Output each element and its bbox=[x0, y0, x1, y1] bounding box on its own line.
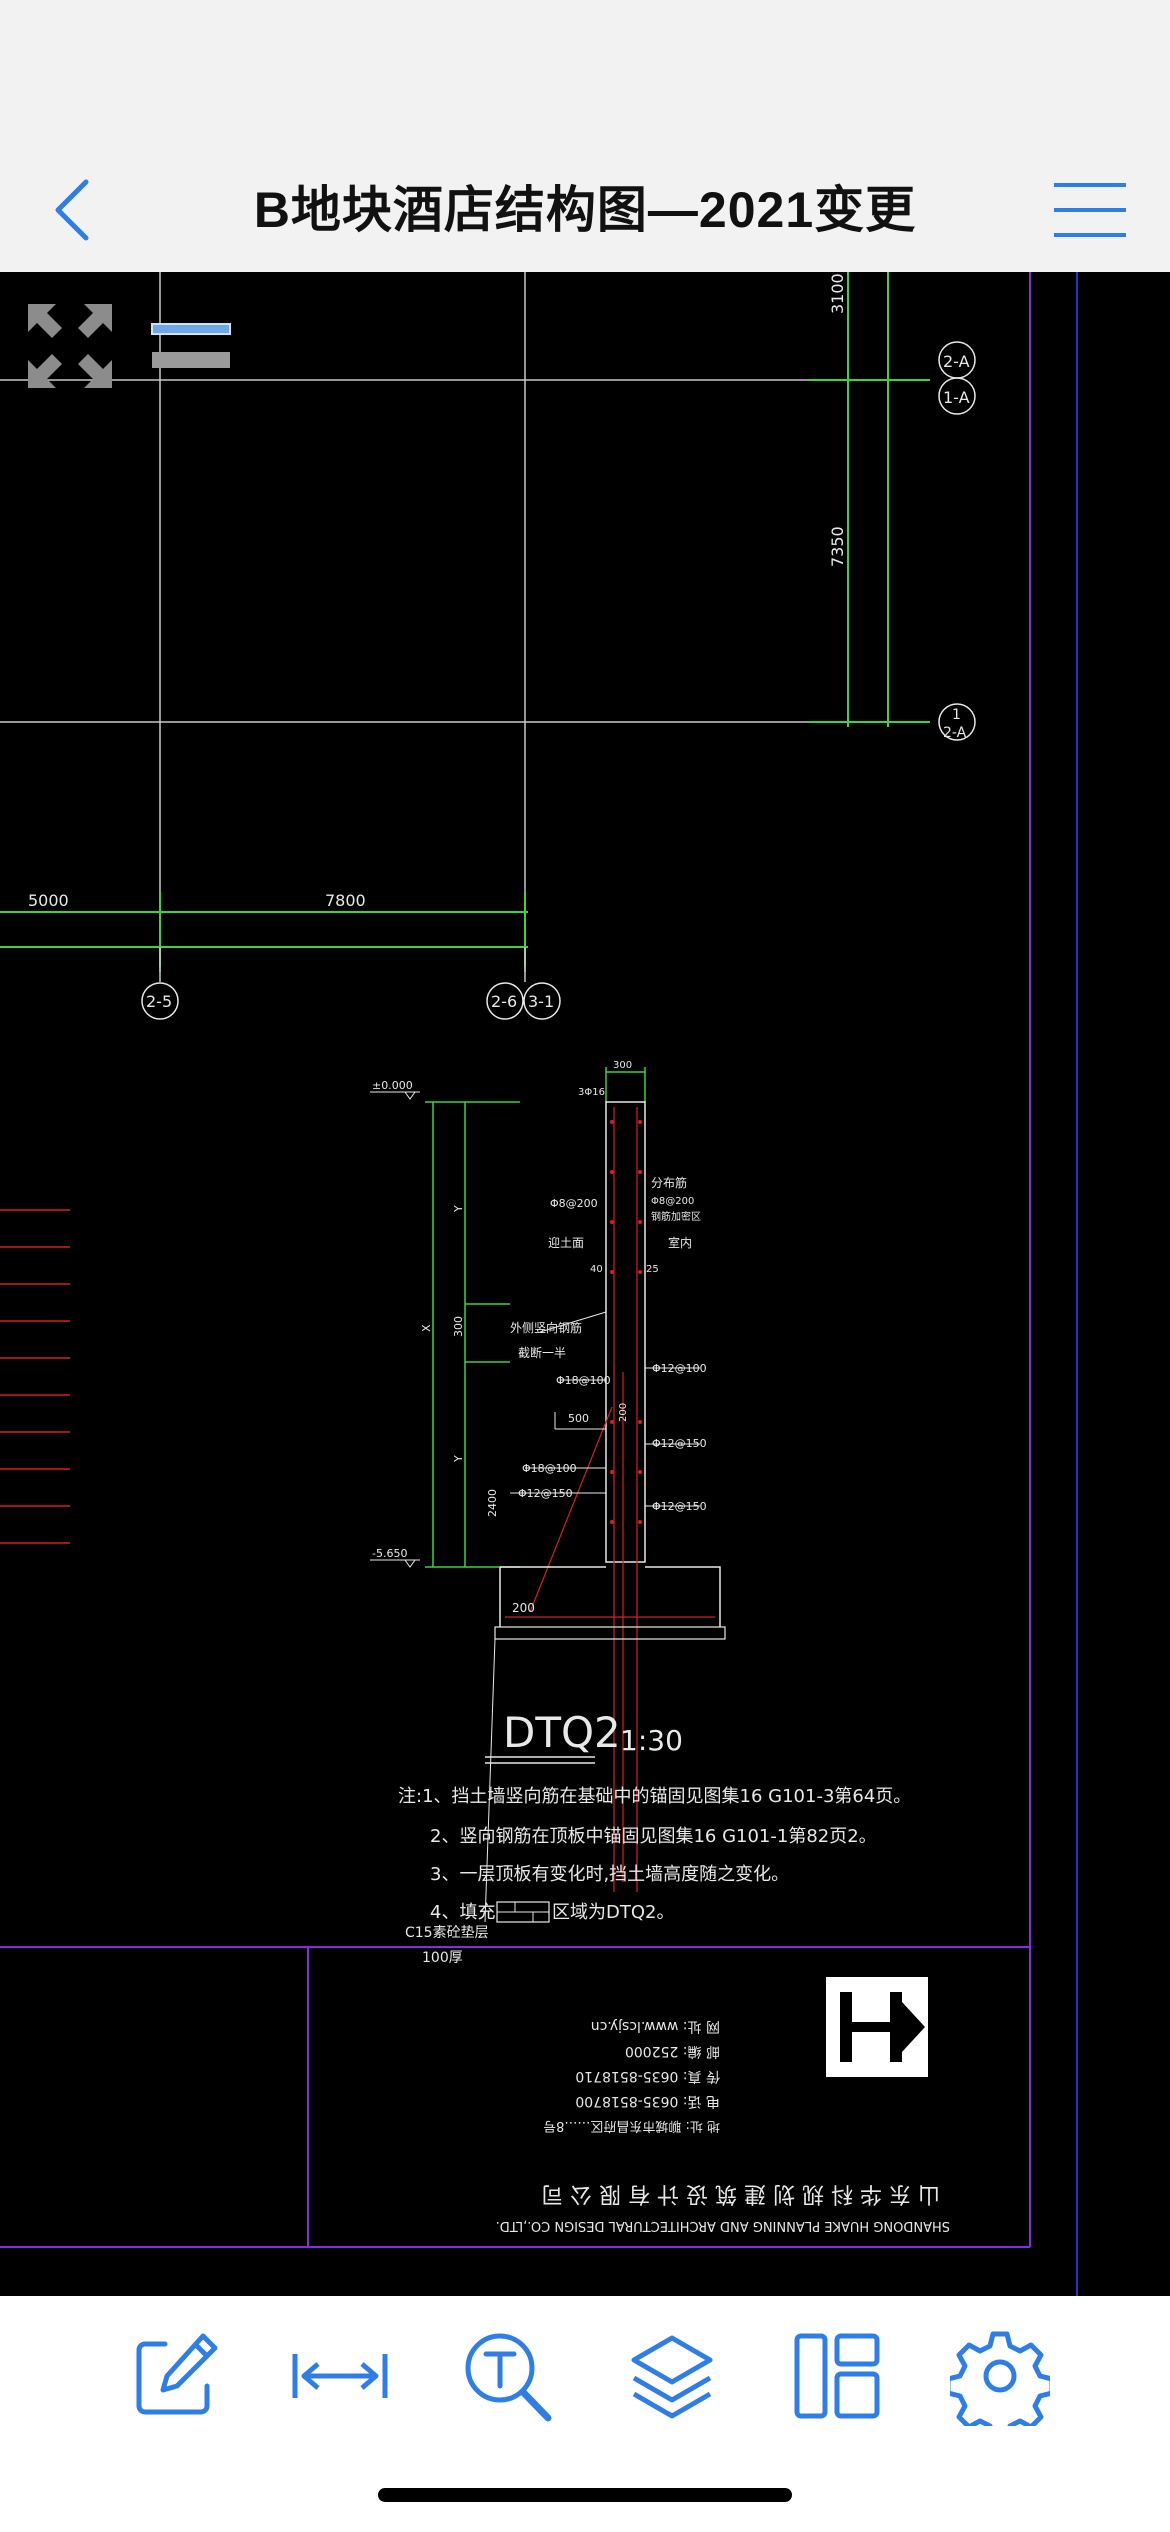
outer-rebar-label: 外侧竖向钢筋 bbox=[510, 1320, 582, 1335]
bottom-toolbar bbox=[0, 2296, 1170, 2532]
note-3: 3、一层顶板有变化时,挡土墙高度随之变化。 bbox=[430, 1864, 789, 1885]
note-1: 注:1、挡土墙竖向筋在基础中的锚固见图集16 G101-3第64页。 bbox=[398, 1786, 911, 1807]
drawing-canvas[interactable]: 3100 7350 2-A 1-A 1 2-A 5000 7800 2-5 2-… bbox=[0, 272, 1170, 2296]
bar-label: Φ8@200 bbox=[651, 1196, 694, 1207]
red-hatch bbox=[0, 1209, 70, 1544]
axis-label: 2-A bbox=[943, 725, 967, 741]
dim-40: 40 bbox=[590, 1264, 603, 1275]
company-fax: 传 真: 0635-8518710 bbox=[575, 2068, 720, 2084]
dist-bar-label: 分布筋 bbox=[651, 1175, 687, 1190]
company-name-en: SHANDONG HUAKE PLANNING AND ARCHITECTURA… bbox=[496, 2218, 950, 2233]
bar-top: 3Φ16 bbox=[578, 1087, 605, 1098]
axis-label: 2-5 bbox=[146, 992, 172, 1011]
svg-text:2400: 2400 bbox=[486, 1489, 499, 1517]
edit-note-button[interactable] bbox=[125, 2326, 225, 2426]
svg-text:X: X bbox=[420, 1324, 433, 1332]
expand-arrows-icon bbox=[28, 304, 112, 388]
svg-text:Y: Y bbox=[452, 1205, 465, 1213]
wall-section: ±0.000 -5.650 Y X 300 Y 2400 300 3Φ16 bbox=[370, 1060, 726, 1966]
elev-bot: -5.650 bbox=[372, 1547, 407, 1560]
dim-300: 300 bbox=[613, 1060, 632, 1071]
axis-label: 2-6 bbox=[491, 992, 517, 1011]
dim-200: 200 bbox=[512, 1601, 535, 1615]
section-scale: 1:30 bbox=[620, 1724, 683, 1757]
dim-5000: 5000 bbox=[28, 891, 69, 910]
settings-gear-icon bbox=[945, 2331, 1055, 2441]
axis-bubble bbox=[523, 982, 561, 1020]
axis-label: 2-A bbox=[943, 352, 970, 371]
axis-label: 1-A bbox=[943, 388, 970, 407]
cut-half-label: 截断一半 bbox=[518, 1345, 566, 1360]
company-web: 网 址: www.lcsjy.cn bbox=[591, 2018, 720, 2034]
dim-3100: 3100 bbox=[828, 273, 847, 314]
status-bar-area bbox=[0, 0, 1170, 150]
axis-bubble bbox=[486, 982, 524, 1020]
settings-button[interactable] bbox=[945, 2326, 1055, 2441]
company-name-cn: 山 东 华 科 规 划 建 筑 设 计 有 限 公 司 bbox=[541, 2181, 940, 2206]
section-name: DTQ2 bbox=[503, 1708, 621, 1757]
bar-label: Φ8@200 bbox=[550, 1197, 598, 1210]
axis-bubble bbox=[938, 703, 976, 741]
text-search-icon bbox=[465, 2333, 552, 2422]
text-search-button[interactable] bbox=[458, 2326, 558, 2426]
company-address: 地 址: 聊城市东昌府区……8号 bbox=[543, 2118, 720, 2134]
title-block: SHANDONG HUAKE PLANNING AND ARCHITECTURA… bbox=[496, 2018, 950, 2233]
fullscreen-button[interactable] bbox=[20, 296, 120, 396]
dim-25: 25 bbox=[646, 1264, 659, 1275]
soil-face-label: 迎土面 bbox=[548, 1236, 584, 1250]
edit-note-icon bbox=[136, 2333, 218, 2415]
bar-label: 钢筋加密区 bbox=[651, 1210, 701, 1223]
axis-label: 3-1 bbox=[528, 992, 554, 1011]
svg-text:Y: Y bbox=[452, 1455, 465, 1463]
back-button[interactable] bbox=[40, 170, 120, 250]
measure-icon bbox=[292, 2354, 388, 2398]
company-zip: 邮 编: 252000 bbox=[625, 2043, 720, 2059]
hamburger-menu-icon bbox=[1054, 183, 1126, 237]
c15-label: C15素砼垫层 bbox=[405, 1925, 489, 1941]
axis-label: 1 bbox=[952, 707, 961, 723]
note-4: 4、填充 bbox=[430, 1902, 495, 1923]
cad-drawing: 3100 7350 2-A 1-A 1 2-A 5000 7800 2-5 2-… bbox=[0, 272, 1078, 2296]
layers-button[interactable] bbox=[622, 2326, 722, 2426]
home-indicator bbox=[378, 2488, 792, 2502]
nav-bar: B地块酒店结构图—2021变更 bbox=[0, 150, 1170, 272]
dim-7350: 7350 bbox=[828, 526, 847, 567]
axis-bubble bbox=[141, 982, 179, 1020]
note-4b: 区域为DTQ2。 bbox=[552, 1902, 674, 1923]
menu-button[interactable] bbox=[1050, 175, 1130, 245]
note-2: 2、竖向钢筋在顶板中锚固见图集16 G101-1第82页2。 bbox=[430, 1826, 877, 1847]
company-logo bbox=[826, 1977, 928, 2077]
company-tel: 电 话: 0635-8518700 bbox=[575, 2093, 720, 2109]
dim-200v: 200 bbox=[618, 1403, 629, 1422]
chevron-left-icon bbox=[55, 179, 89, 241]
axis-bubble bbox=[938, 377, 976, 415]
measure-button[interactable] bbox=[290, 2326, 390, 2426]
svg-text:300: 300 bbox=[452, 1316, 465, 1337]
page-title: B地块酒店结构图—2021变更 bbox=[253, 182, 917, 238]
layout-icon bbox=[794, 2333, 880, 2419]
elev-top: ±0.000 bbox=[372, 1079, 413, 1092]
layer-lines-icon bbox=[151, 323, 231, 368]
c15-thick-label: 100厚 bbox=[422, 1950, 463, 1966]
indoor-label: 室内 bbox=[668, 1235, 692, 1250]
layers-icon bbox=[631, 2335, 713, 2419]
layer-toggle-button[interactable] bbox=[150, 312, 234, 372]
dim-7800: 7800 bbox=[325, 891, 366, 910]
layout-button[interactable] bbox=[787, 2326, 887, 2426]
dim-500: 500 bbox=[568, 1412, 589, 1425]
